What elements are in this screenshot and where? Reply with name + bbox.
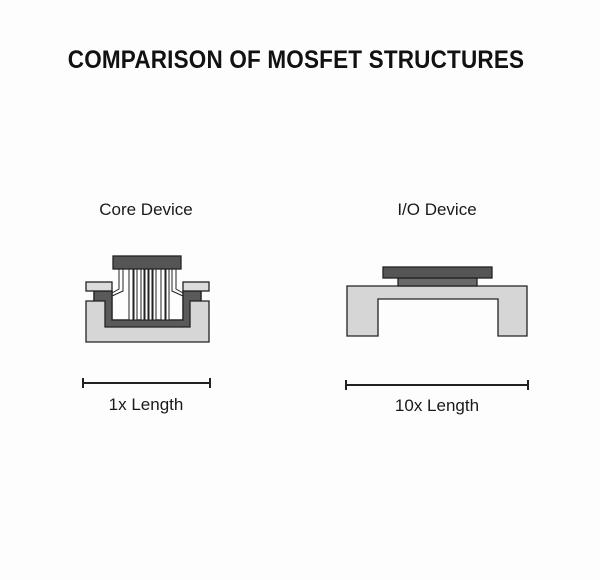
core-scale-label: 1x Length xyxy=(108,395,184,414)
io-oxide xyxy=(397,277,478,287)
core-gate xyxy=(112,255,182,270)
io-scale-bar xyxy=(345,380,529,390)
core-scale-bar xyxy=(82,378,211,388)
io-device-structure xyxy=(346,266,528,337)
io-gate xyxy=(382,266,493,279)
core-fins xyxy=(111,268,184,321)
core-left-pad xyxy=(85,281,113,292)
io-substrate xyxy=(346,285,528,337)
io-device-label: I/O Device xyxy=(397,200,477,219)
core-right-pad xyxy=(182,281,210,292)
core-device-label: Core Device xyxy=(99,200,193,219)
core-device-structure xyxy=(85,255,210,343)
io-scale-label: 10x Length xyxy=(394,396,480,415)
diagram-title: COMPARISON OF MOSFET STRUCTURES xyxy=(67,46,525,74)
core-liner xyxy=(93,290,202,328)
